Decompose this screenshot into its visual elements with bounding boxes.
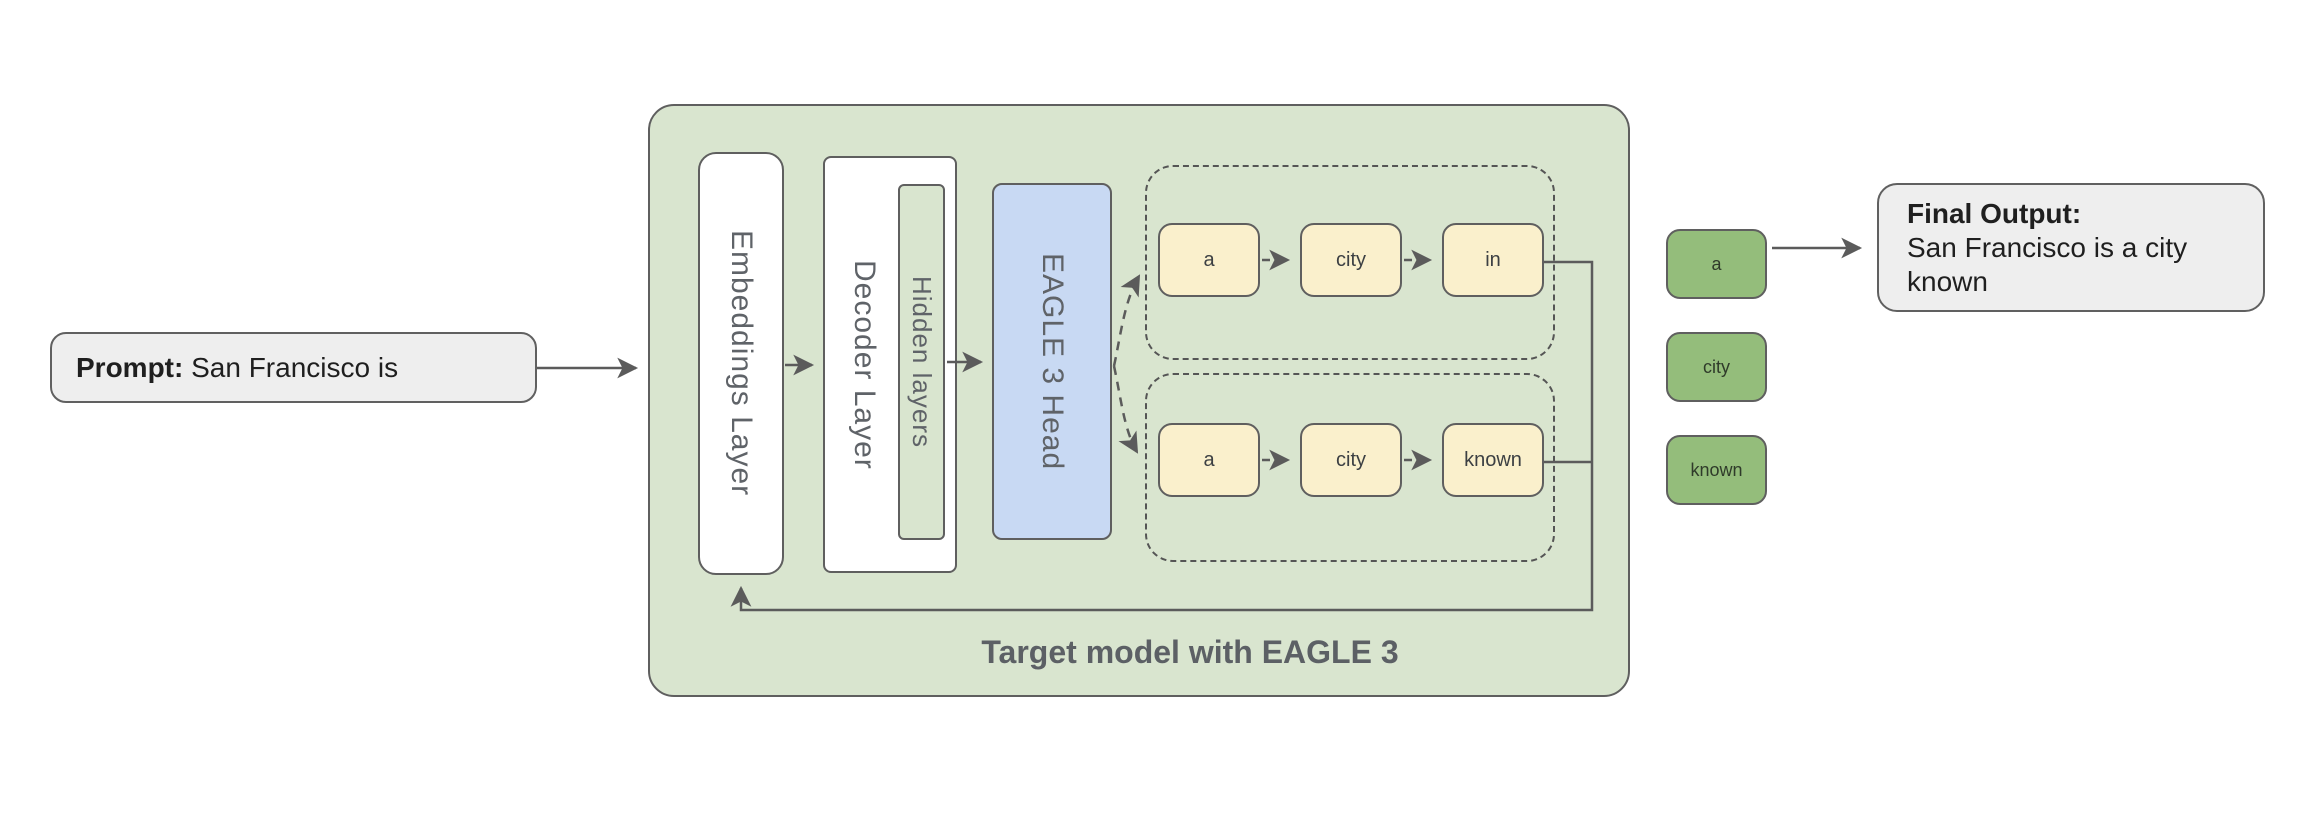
eagle3-head-box: EAGLE 3 Head: [992, 183, 1112, 540]
draft-token-label: city: [1336, 248, 1366, 271]
prompt-label-text: San Francisco is: [183, 351, 399, 383]
draft-token-label: a: [1203, 248, 1215, 271]
draft-token-bottom-2: city: [1300, 423, 1402, 497]
accepted-token-label: known: [1690, 459, 1743, 480]
draft-token-top-3: in: [1442, 223, 1544, 297]
accepted-token-label: a: [1711, 253, 1722, 274]
accepted-token-1: a: [1666, 229, 1767, 299]
draft-token-top-2: city: [1300, 223, 1402, 297]
final-output-label: Final Output:: [1907, 197, 2082, 229]
hidden-layers-label: Hidden layers: [907, 276, 937, 448]
draft-token-label: a: [1203, 448, 1215, 471]
final-output-content: Final Output: San Francisco is a city kn…: [1907, 197, 2263, 299]
draft-token-label: known: [1464, 448, 1522, 471]
draft-token-top-1: a: [1158, 223, 1260, 297]
accepted-token-label: city: [1703, 356, 1730, 377]
embeddings-layer-box: Embeddings Layer: [698, 152, 784, 575]
draft-token-bottom-3: known: [1442, 423, 1544, 497]
eagle3-head-label: EAGLE 3 Head: [1036, 252, 1069, 471]
decoder-layer-label-wrap: Decoder Layer: [825, 158, 903, 571]
prompt-label-bold: Prompt:: [76, 351, 184, 383]
draft-token-bottom-1: a: [1158, 423, 1260, 497]
final-output-box: Final Output: San Francisco is a city kn…: [1877, 183, 2265, 312]
decoder-layer-label: Decoder Layer: [848, 259, 881, 470]
target-model-caption: Target model with EAGLE 3: [981, 634, 1399, 670]
draft-token-label: in: [1485, 248, 1501, 271]
accepted-token-3: known: [1666, 435, 1767, 505]
final-output-text: San Francisco is a city known: [1907, 231, 2188, 297]
hidden-layers-box: Hidden layers: [898, 184, 945, 540]
draft-token-label: city: [1336, 448, 1366, 471]
prompt-label: Prompt: San Francisco is: [76, 352, 398, 384]
prompt-box: Prompt: San Francisco is: [50, 332, 537, 403]
embeddings-layer-label: Embeddings Layer: [725, 230, 758, 497]
accepted-token-2: city: [1666, 332, 1767, 402]
